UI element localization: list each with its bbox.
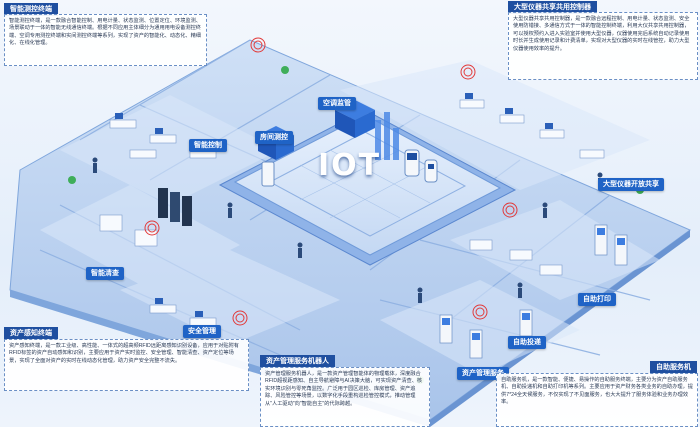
iot-center-label: IOT xyxy=(318,148,382,183)
zone-tag-smart-control: 智能控制 xyxy=(189,139,227,152)
server-racks xyxy=(158,188,192,226)
panel-asset-terminal: 资产感知终端，是一款工业级、高性能、一体式的超高频RFID远距离感知识别设备，应… xyxy=(4,339,249,391)
zone-tag-device-open: 大型仪器开放共享 xyxy=(598,178,664,191)
panel-title-smart-terminal: 智能测控终端 xyxy=(4,3,58,16)
kiosk-screens xyxy=(442,228,625,340)
zone-tag-security: 安全管理 xyxy=(183,325,221,338)
panel-title-asset-robot: 资产管理服务机器人 xyxy=(260,355,335,368)
zone-tag-self-print: 自助打印 xyxy=(578,293,616,306)
robot-devices xyxy=(261,149,438,187)
panel-title-asset-terminal: 资产感知终端 xyxy=(4,327,58,340)
zone-tag-room-monitor: 房间测控 xyxy=(255,131,293,144)
zone-tag-self-deliver: 自助投递 xyxy=(508,336,546,349)
panel-smart-terminal: 智能测控终端，是一款融合智能控制、用电计量、状态监测、位置定位、环境监测、场景联… xyxy=(4,14,207,66)
zone-tag-smart-inventory: 智能清查 xyxy=(86,267,124,280)
panel-large-device: 大型仪器共享共用控制器，是一款融合远程控制、用电计量、状态监测、安全使用防错接、… xyxy=(508,12,698,80)
panel-asset-robot: 资产管理服务机器人，是一款资产管理智能体的物理载体，深度融合RFID超视距感知、… xyxy=(260,367,430,427)
iot-bar-chart xyxy=(375,112,399,160)
zone-tag-air-monitor: 空调监管 xyxy=(318,97,356,110)
central-platform-top xyxy=(233,114,502,256)
office-furniture xyxy=(99,99,605,327)
panel-self-service: 自助服务机，是一款智能、便捷、易操作的自助服务终端，主要分为资产自助服务机、自助… xyxy=(496,373,698,427)
panel-title-self-service: 自助服务机 xyxy=(650,361,697,374)
signal-icons xyxy=(144,37,518,326)
people xyxy=(92,157,603,303)
panel-title-large-device: 大型仪器共享共用控制器 xyxy=(508,1,597,14)
